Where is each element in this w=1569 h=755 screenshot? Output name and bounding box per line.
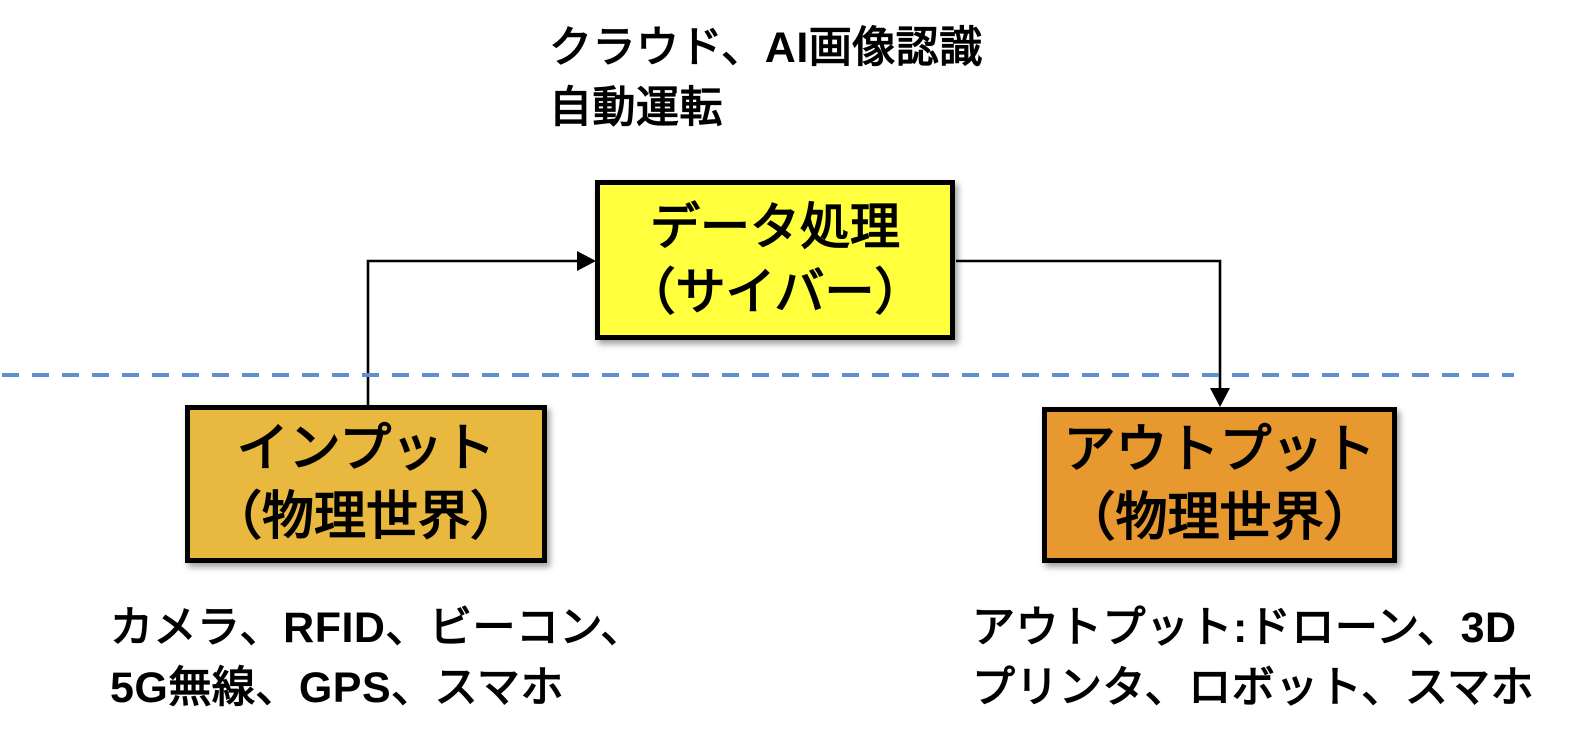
input-to-process-arrowhead-icon [577, 251, 596, 271]
annotation-line: アウトプット:ドローン、3D [972, 604, 1517, 652]
input-examples-annotation: カメラ、RFID、ビーコン、 5G無線、GPS、スマホ [110, 598, 644, 718]
input-to-process-connector [366, 259, 578, 405]
node-input-physical[interactable]: インプット （物理世界） [185, 405, 547, 563]
process-to-output-connector [956, 259, 1222, 389]
node-label-line: （物理世界） [1063, 489, 1376, 547]
annotation-line: 自動運転 [549, 84, 723, 133]
node-label-line: アウトプット [1063, 421, 1376, 480]
annotation-line: クラウド、AI画像認識 [549, 24, 983, 72]
output-examples-annotation: アウトプット:ドローン、3D プリンタ、ロボット、スマホ [972, 598, 1534, 718]
node-label-line: （物理世界） [209, 488, 522, 546]
cyber-physical-boundary-line [2, 373, 1514, 377]
process-to-output-arrowhead-icon [1210, 388, 1230, 407]
node-label-line: データ処理 [650, 199, 900, 255]
node-label-line: インプット [236, 420, 496, 479]
annotation-line: カメラ、RFID、ビーコン、 [110, 604, 644, 652]
annotation-line: 5G無線、GPS、スマホ [110, 664, 564, 713]
annotation-line: プリンタ、ロボット、スマホ [972, 664, 1535, 713]
node-label-line: （サイバー） [625, 264, 925, 320]
node-output-physical[interactable]: アウトプット （物理世界） [1042, 407, 1397, 563]
process-examples-annotation: クラウド、AI画像認識 自動運転 [549, 18, 983, 138]
node-data-processing[interactable]: データ処理 （サイバー） [595, 180, 955, 340]
